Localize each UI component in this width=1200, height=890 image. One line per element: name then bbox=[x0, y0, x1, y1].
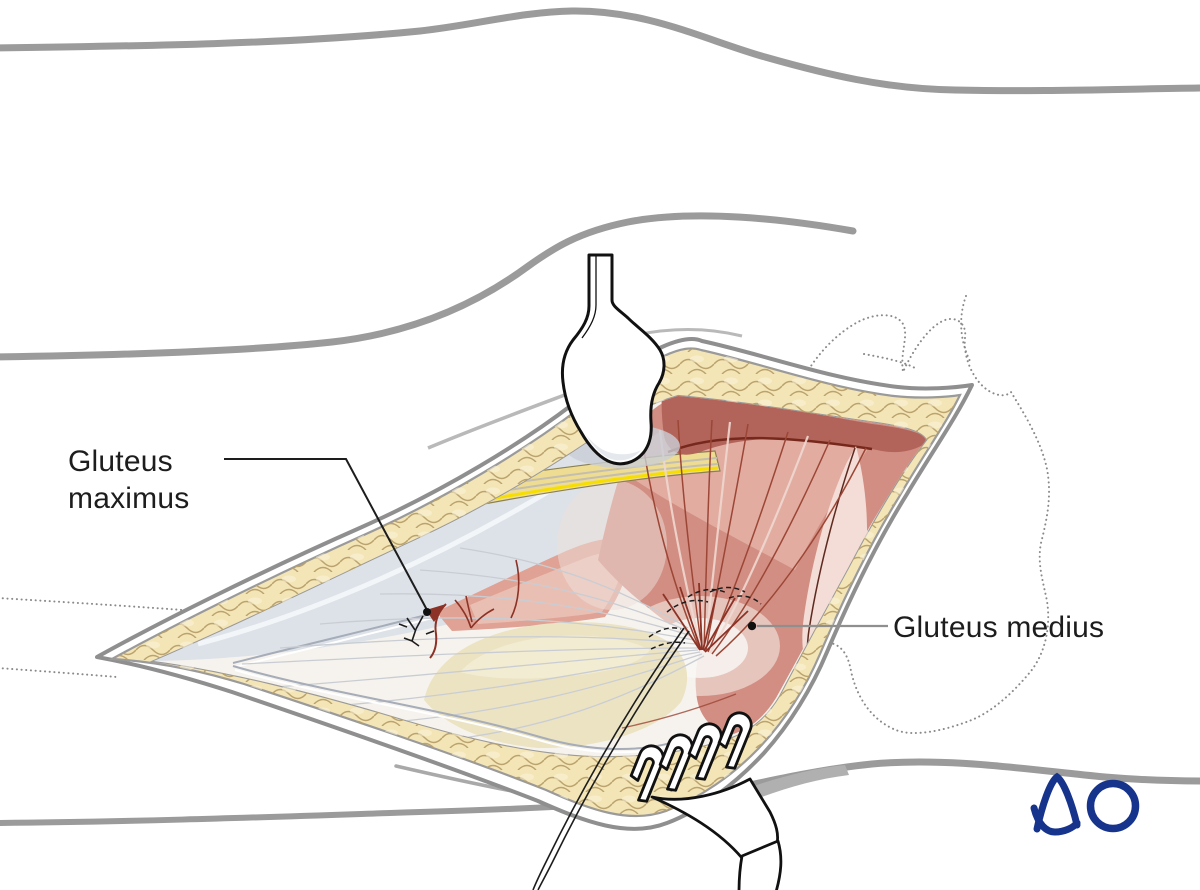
muscle-pale-zone bbox=[557, 480, 667, 610]
rake-retractor bbox=[629, 711, 783, 890]
body-contour-bottom-left bbox=[0, 803, 575, 826]
marking-wire bbox=[532, 627, 690, 890]
label-gluteus-medius: Gluteus medius bbox=[893, 611, 1105, 644]
label-gluteus-maximus-line2: maximus bbox=[68, 482, 190, 515]
body-contour-buttock bbox=[0, 212, 857, 361]
trochanter-highlight bbox=[460, 635, 650, 679]
maximus-leader-dot bbox=[423, 608, 431, 616]
rake-prong-4 bbox=[717, 711, 753, 770]
medius-leader-dot bbox=[747, 621, 757, 631]
fascia-split-lower-edge bbox=[232, 665, 691, 751]
muscle-belly-dark-edge bbox=[667, 436, 873, 454]
dotted-outlines bbox=[0, 295, 1050, 734]
ao-logo-letter-o bbox=[1086, 779, 1140, 833]
tendon-insertion-fan bbox=[662, 582, 749, 653]
muscle-fiber-lines bbox=[641, 419, 867, 657]
trochanter-dotted-outline bbox=[793, 314, 1050, 734]
flap-highlight bbox=[197, 484, 558, 647]
retractor-blade bbox=[560, 253, 666, 466]
maximus-leader-line bbox=[224, 458, 428, 611]
cut-muscle-tuft-curve bbox=[429, 603, 447, 659]
fat-lobule-texture bbox=[112, 348, 960, 817]
vastus-ridge-line bbox=[621, 693, 737, 729]
label-gluteus-maximus: Gluteus maximus bbox=[68, 443, 189, 517]
retractor-tip-shade bbox=[583, 430, 641, 461]
trochanter-ridge-dotted bbox=[863, 353, 916, 369]
small-vessels bbox=[454, 559, 520, 629]
ao-logo-letter-a-swoosh bbox=[1030, 804, 1081, 836]
rake-plate bbox=[650, 777, 779, 860]
incision-extension-line-upper bbox=[0, 597, 237, 615]
body-contour-top bbox=[0, 7, 1200, 95]
fascia-split-lower-edge-white bbox=[234, 669, 687, 754]
incision-extension-line-lower bbox=[0, 667, 118, 678]
ao-logo-letter-a-legs bbox=[1033, 772, 1081, 833]
label-gluteus-maximus-line1: Gluteus bbox=[68, 445, 173, 478]
retractor-bevel-line bbox=[581, 256, 597, 339]
suture-marking-dashes bbox=[648, 586, 762, 650]
ao-logo bbox=[1030, 772, 1140, 836]
bundle-bright-stripe bbox=[483, 466, 719, 502]
perforating-vessel-mark bbox=[398, 615, 435, 647]
leader-lines bbox=[224, 458, 888, 631]
hohmann-retractor bbox=[560, 253, 666, 466]
rake-handle bbox=[737, 839, 783, 890]
